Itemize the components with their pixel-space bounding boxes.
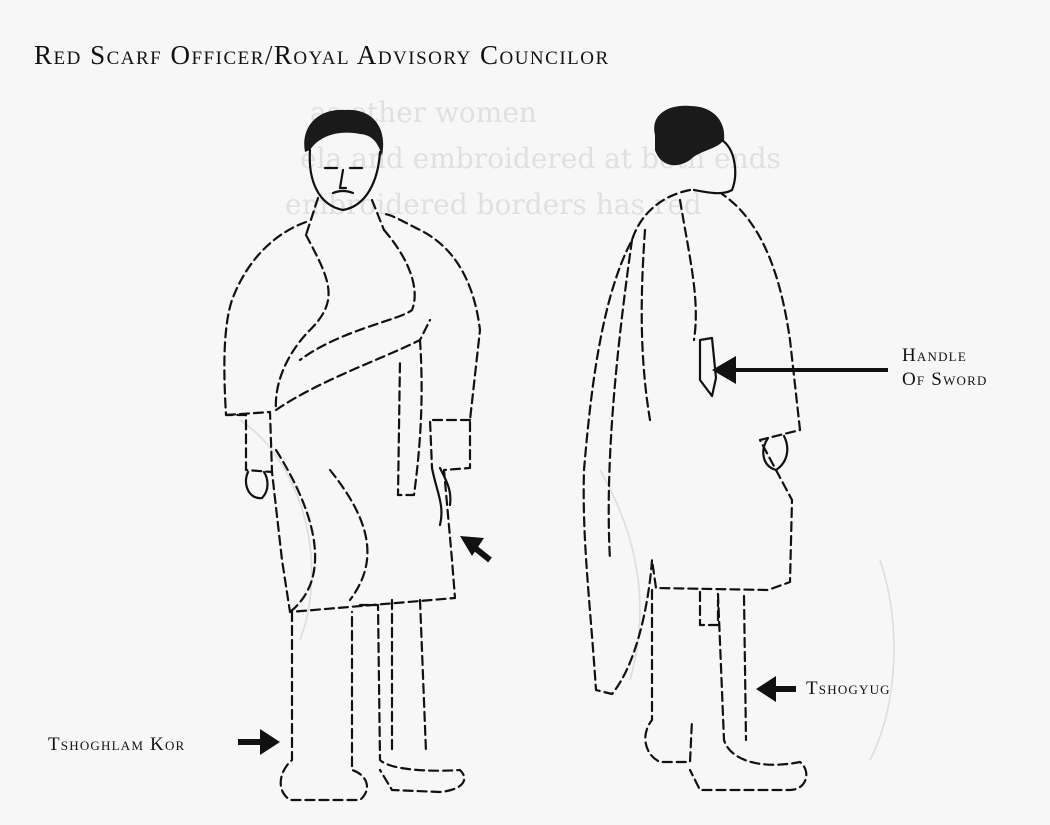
- front-figure-gho-outline: [223, 212, 482, 614]
- bleed-through-text: as other women ela and embroidered at bo…: [239, 96, 895, 761]
- side-figure-gho-outline: [582, 188, 802, 696]
- side-back-view-figure: [582, 105, 808, 792]
- front-figure-hair: [304, 109, 384, 156]
- tshogyug-arrow: [756, 676, 796, 702]
- page-title: Red Scarf Officer/Royal Advisory Council…: [34, 40, 610, 70]
- tshogyug-label: Tshogyug: [806, 678, 891, 699]
- side-figure-face: [692, 138, 737, 195]
- drape-arrow: [460, 536, 492, 563]
- side-figure-back-boot: [644, 588, 694, 764]
- svg-text:embroidered borders has red: embroidered borders has red: [285, 188, 702, 221]
- front-figure-right-hand: [430, 466, 452, 527]
- side-figure-back-fold: [678, 198, 697, 342]
- side-figure-hand: [762, 434, 789, 472]
- front-figure-left-boot: [279, 610, 369, 802]
- front-figure-mustache: [331, 189, 355, 195]
- sword-handle-icon: [698, 336, 718, 398]
- tshoglham-kor-label: Tshoghlam Kor: [48, 734, 186, 755]
- side-figure-hair: [654, 105, 725, 166]
- side-figure-boot-seam: [742, 594, 748, 742]
- side-figure-front-boot: [688, 590, 808, 792]
- front-figure-boot-seams: [390, 598, 428, 754]
- front-figure-left-hand: [244, 470, 269, 500]
- front-figure-right-boot: [358, 603, 466, 794]
- handle-of-sword-label-line1: Handle: [902, 345, 967, 366]
- front-view-figure: [223, 109, 482, 802]
- front-figure-nose: [338, 168, 348, 190]
- side-figure-kabney-scarf: [607, 228, 652, 562]
- handle-of-sword-label: Handle Of Sword: [902, 344, 988, 392]
- handle-of-sword-label-line2: Of Sword: [902, 369, 988, 390]
- front-figure-face: [308, 148, 382, 212]
- handle-of-sword-arrow: [712, 356, 888, 384]
- front-figure-cuffs: [224, 410, 472, 474]
- tshoglham-kor-arrow: [238, 729, 280, 755]
- annotation-arrows: [238, 356, 888, 755]
- front-figure-kabney-scarf: [274, 228, 432, 497]
- front-figure-drape-folds: [274, 448, 369, 614]
- front-figure-collar: [304, 196, 386, 237]
